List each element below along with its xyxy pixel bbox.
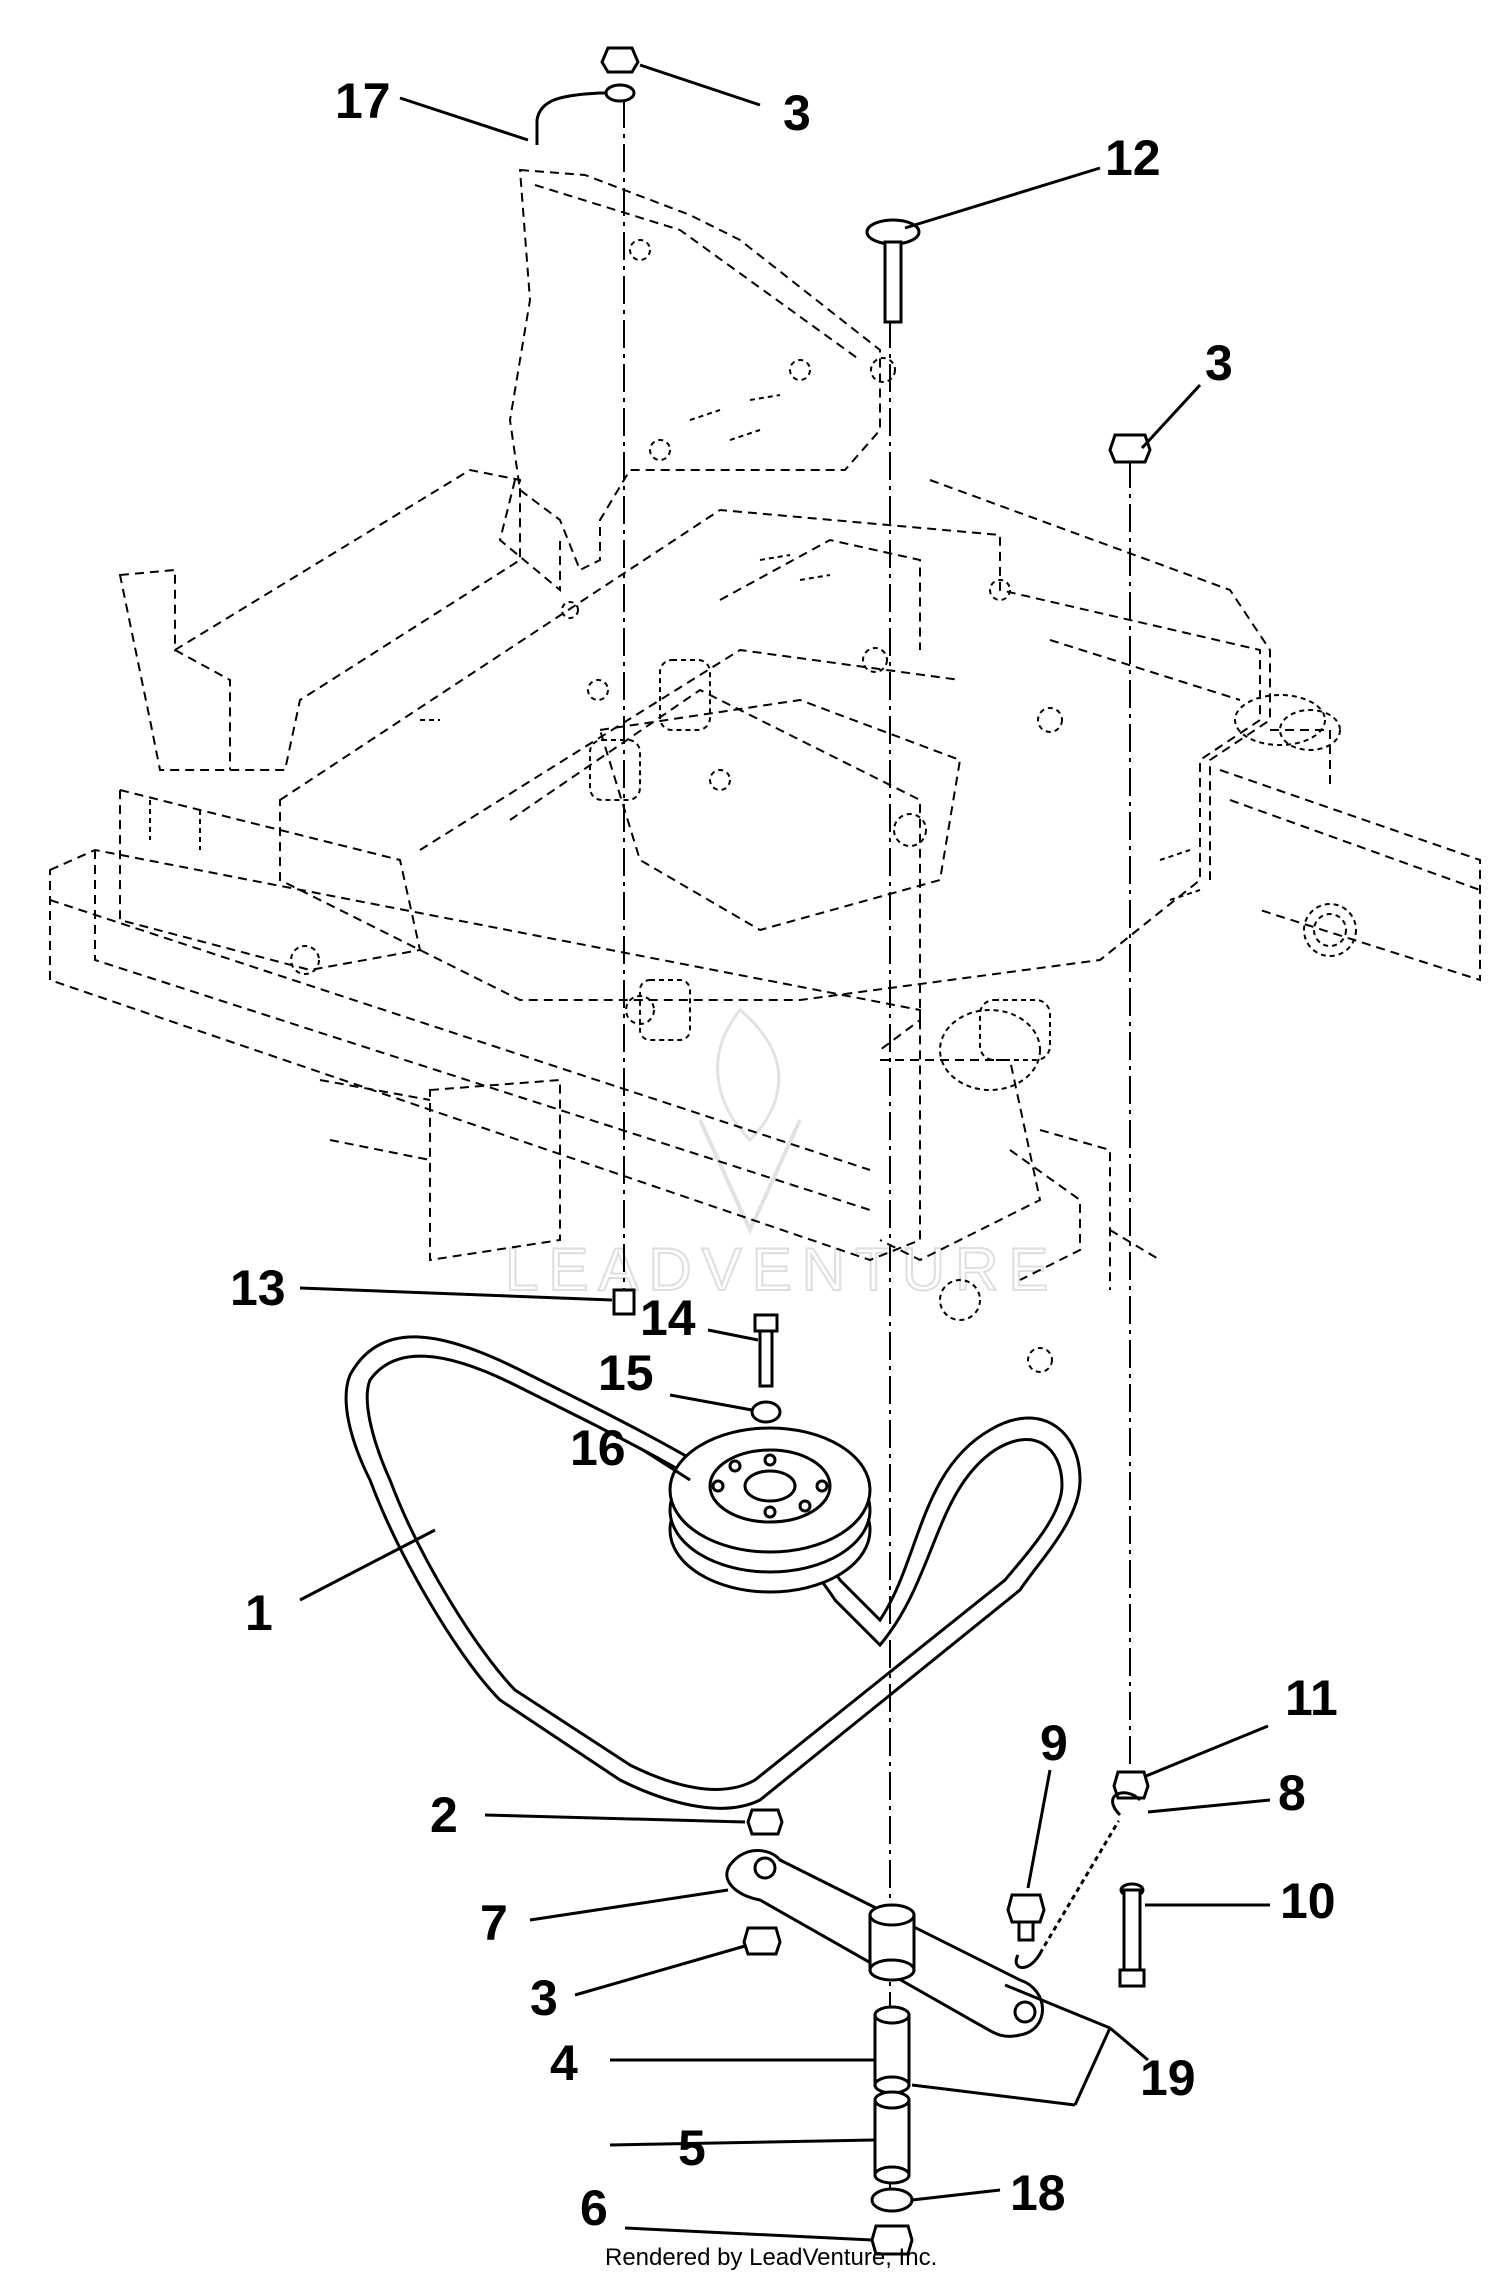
part-10-bolt-shank (1122, 1888, 1142, 1972)
mower-frame (49, 168, 1481, 1373)
part-13-bolt (612, 1288, 636, 1316)
callout-6: 6 (580, 2180, 608, 2236)
callout-17: 17 (335, 73, 391, 129)
part-17-rod (535, 91, 610, 145)
part-3-nut-top (600, 46, 640, 74)
part-15-washer (750, 1400, 782, 1424)
part-12-pin-head (865, 218, 921, 246)
part-3-washer-top (604, 83, 636, 103)
part-3-nut-right (1108, 433, 1152, 464)
render-credit: Rendered by LeadVenture, Inc. (605, 2244, 937, 2271)
callout-13: 13 (230, 1260, 286, 1316)
leader-lines (299, 63, 1271, 2242)
hardware-top (535, 46, 1152, 1424)
callout-7: 7 (480, 1895, 508, 1951)
callout-3-top: 3 (783, 85, 811, 141)
callout-3-lower: 3 (530, 1970, 558, 2026)
callout-8: 8 (1278, 1765, 1306, 1821)
part-9-bolt-head (1006, 1893, 1046, 1924)
callout-labels: 17 3 12 3 13 14 15 16 1 9 11 8 2 10 7 3 … (230, 73, 1338, 2236)
part-18-washer (870, 2187, 914, 2213)
callout-18: 18 (1010, 2165, 1066, 2221)
callout-19: 19 (1140, 2050, 1196, 2106)
callout-12: 12 (1105, 130, 1161, 186)
callout-15: 15 (598, 1345, 654, 1401)
callout-14: 14 (640, 1290, 696, 1346)
part-12-pin-shank (883, 240, 903, 324)
part-4-bushing (873, 2013, 911, 2087)
watermark-text: LEADVENTURE (505, 1236, 1058, 1303)
part-3-nut-lower (742, 1926, 782, 1956)
part-8-spring (1014, 1791, 1142, 1969)
callout-3-right: 3 (1205, 335, 1233, 391)
part-16-idler-pulley (668, 1426, 872, 1594)
callout-16: 16 (570, 1420, 626, 1476)
callout-2: 2 (430, 1787, 458, 1843)
part-2-nut (746, 1808, 784, 1836)
callout-1: 1 (245, 1585, 273, 1641)
hardware-bottom (725, 1770, 1150, 2256)
part-14-bolt-shank (758, 1329, 774, 1388)
part-5-bushing (873, 2098, 911, 2177)
part-9-bolt-shank (1017, 1920, 1035, 1942)
part-14-bolt-head (753, 1313, 779, 1333)
callout-9: 9 (1040, 1715, 1068, 1771)
callout-10: 10 (1280, 1873, 1336, 1929)
callout-4: 4 (550, 2035, 578, 2091)
assembly-centerlines (623, 100, 1131, 2200)
callout-11: 11 (1285, 1670, 1338, 1726)
callout-5: 5 (678, 2120, 706, 2176)
watermark-logo: LEADVENTURE (504, 1007, 1058, 1304)
